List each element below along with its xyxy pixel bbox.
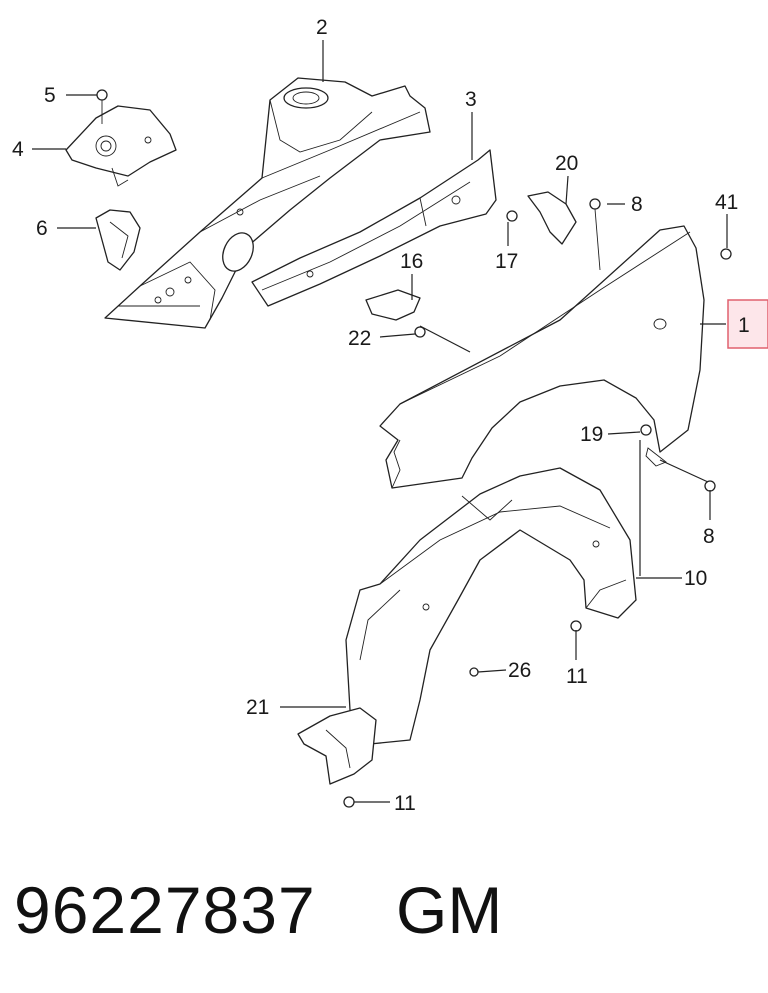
callout-11-right: 11 [566, 665, 588, 688]
callout-19: 19 [580, 423, 603, 446]
callout-22: 22 [348, 327, 371, 350]
splash-shield-part [297, 707, 377, 785]
callout-8-bottom: 8 [703, 525, 715, 548]
highlight-box [727, 299, 768, 349]
callout-labels: 1 2 3 4 5 6 8 8 10 11 11 16 17 19 20 21 … [12, 16, 768, 815]
brand-label: GM [396, 873, 503, 947]
small-bracket-part [95, 209, 141, 271]
callout-21: 21 [246, 696, 269, 719]
callout-6: 6 [36, 217, 48, 240]
upper-rail-part [251, 149, 497, 307]
callout-17: 17 [495, 250, 518, 273]
callout-8-top: 8 [631, 193, 643, 216]
front-apron-part [104, 77, 431, 329]
callout-5: 5 [44, 84, 56, 107]
wheelhouse-liner-part [345, 467, 637, 745]
callout-4: 4 [12, 138, 24, 161]
exploded-parts-diagram: 1 2 3 4 5 6 8 8 10 11 11 16 17 19 20 21 … [12, 16, 768, 815]
callout-26: 26 [508, 659, 531, 682]
leader-lines [32, 40, 728, 803]
callout-11-bottom: 11 [394, 792, 416, 815]
mount-bracket-part [65, 105, 177, 187]
callout-2: 2 [316, 16, 328, 39]
callout-10: 10 [684, 567, 707, 590]
fender-part [379, 225, 705, 489]
callout-41: 41 [715, 191, 738, 214]
part-number: 96227837 [14, 873, 316, 947]
callout-3: 3 [465, 88, 477, 111]
callout-16: 16 [400, 250, 423, 273]
bracket-20-part [527, 191, 577, 245]
callout-1: 1 [738, 314, 750, 337]
bracket-16-part [365, 289, 421, 321]
callout-20: 20 [555, 152, 578, 175]
